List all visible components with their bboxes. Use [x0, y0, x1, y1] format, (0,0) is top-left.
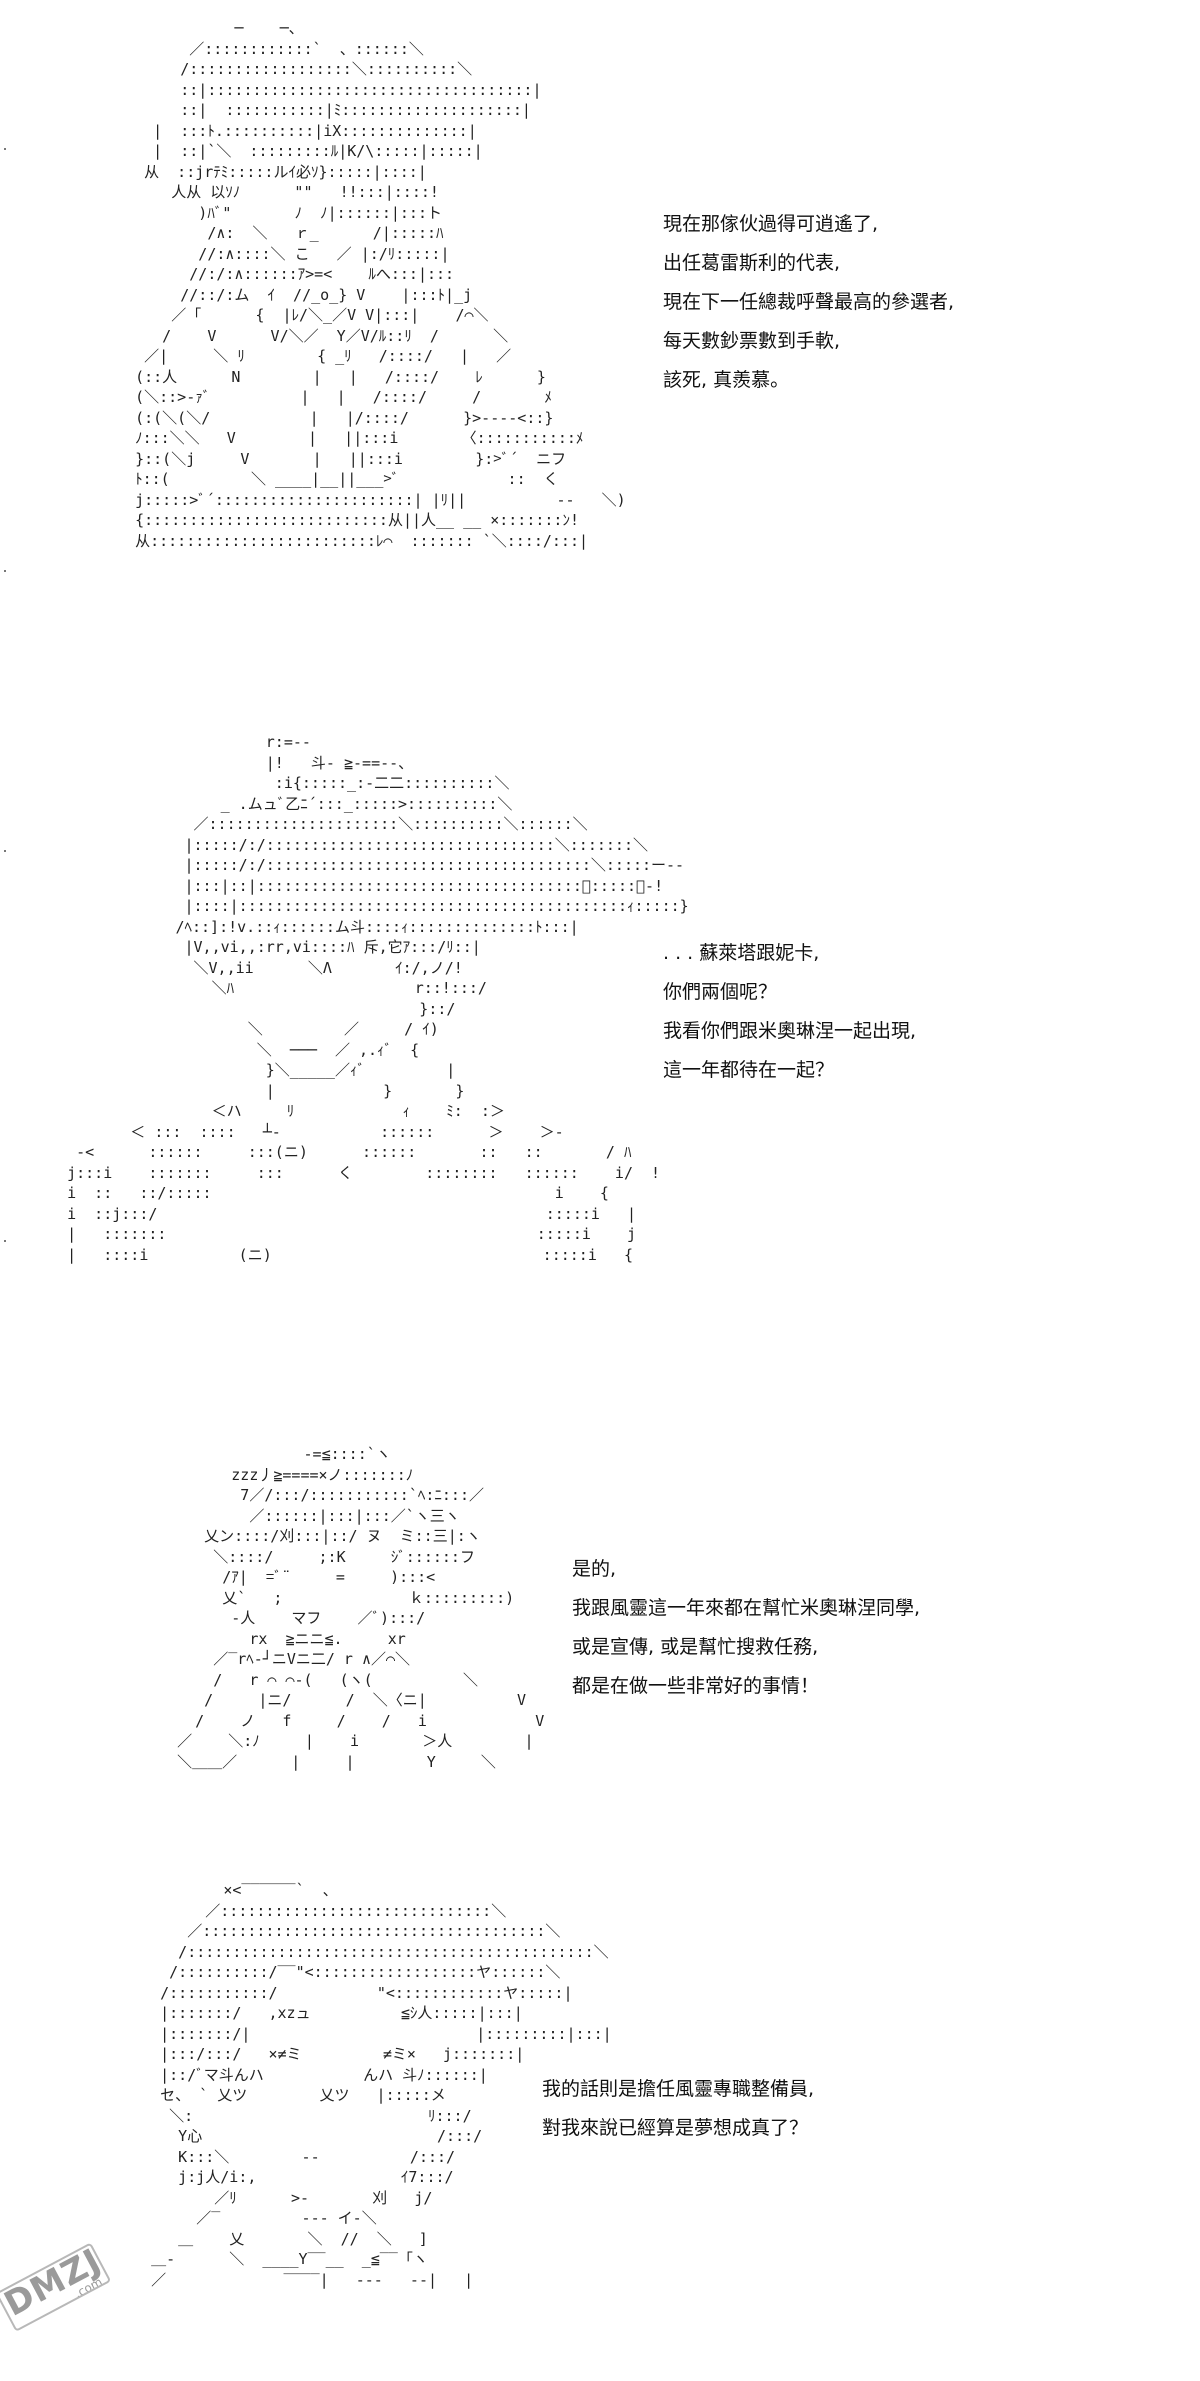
panel-3: -=≦::::`ヽ zzz丿≧====×ノ:::::::ﾉ 7／/:::/:::… — [0, 1430, 1200, 1870]
dialogue-box-2: . . . 蘇萊塔跟妮卡, 你們兩個呢？ 我看你們跟米奧琳涅一起出現, 這一年都… — [663, 934, 916, 1090]
scan-dot — [4, 570, 6, 572]
panel-2: r:=‐- |! 斗- ≧-==‐-、 :i{:::::_:-二二:::::::… — [0, 720, 1200, 1400]
ascii-art-character-1: ─ ─、 ／::::::::::::` 、::::::＼ /::::::::::… — [135, 19, 626, 550]
dialogue-line: . . . 蘇萊塔跟妮卡, — [663, 942, 820, 964]
dialogue-box-4: 我的話則是擔任風靈專職整備員, 對我來說已經算是夢想成真了？ — [542, 2070, 814, 2148]
dialogue-box-3: 是的, 我跟風靈這一年來都在幫忙米奧琳涅同學, 或是宣傳, 或是幫忙搜救任務, … — [572, 1550, 920, 1706]
dialogue-line: 你們兩個呢？ — [663, 981, 778, 1003]
dialogue-line: 我跟風靈這一年來都在幫忙米奧琳涅同學, — [572, 1597, 921, 1619]
scan-dot — [4, 1240, 6, 1242]
dialogue-line: 我看你們跟米奧琳涅一起出現, — [663, 1020, 917, 1042]
dialogue-line: 該死, 真羨慕。 — [663, 369, 790, 391]
dialogue-line: 每天數鈔票數到手軟, — [663, 330, 841, 352]
dialogue-line: 現在下一任總裁呼聲最高的參選者, — [663, 291, 955, 313]
ascii-art-character-2: r:=‐- |! 斗- ≧-==‐-、 :i{:::::_:-二二:::::::… — [67, 733, 689, 1264]
scan-dot — [4, 850, 6, 852]
dialogue-line: 是的, — [572, 1558, 617, 1580]
dialogue-line: 對我來說已經算是夢想成真了？ — [542, 2117, 809, 2139]
ascii-art-character-3: -=≦::::`ヽ zzz丿≧====×ノ:::::::ﾉ 7／/:::/:::… — [177, 1445, 545, 1771]
ascii-art-character-4: ×<‾‾‾‾‾‾` 、 ／:::::::::::::::::::::::::::… — [151, 1881, 612, 2289]
dialogue-line: 或是宣傳, 或是幫忙搜救任務, — [572, 1636, 819, 1658]
dialogue-line: 出任葛雷斯利的代表, — [663, 252, 841, 274]
dialogue-line: 現在那傢伙過得可逍遙了, — [663, 213, 879, 235]
dialogue-box-1: 現在那傢伙過得可逍遙了, 出任葛雷斯利的代表, 現在下一任總裁呼聲最高的參選者,… — [663, 205, 954, 400]
scan-dot — [4, 148, 6, 150]
dialogue-line: 我的話則是擔任風靈專職整備員, — [542, 2078, 815, 2100]
dialogue-line: 這一年都待在一起？ — [663, 1059, 835, 1081]
panel-1: ─ ─、 ／::::::::::::` 、::::::＼ /::::::::::… — [0, 0, 1200, 690]
panel-4: ×<‾‾‾‾‾‾` 、 ／:::::::::::::::::::::::::::… — [0, 1880, 1200, 2381]
dialogue-line: 都是在做一些非常好的事情！ — [572, 1675, 820, 1697]
